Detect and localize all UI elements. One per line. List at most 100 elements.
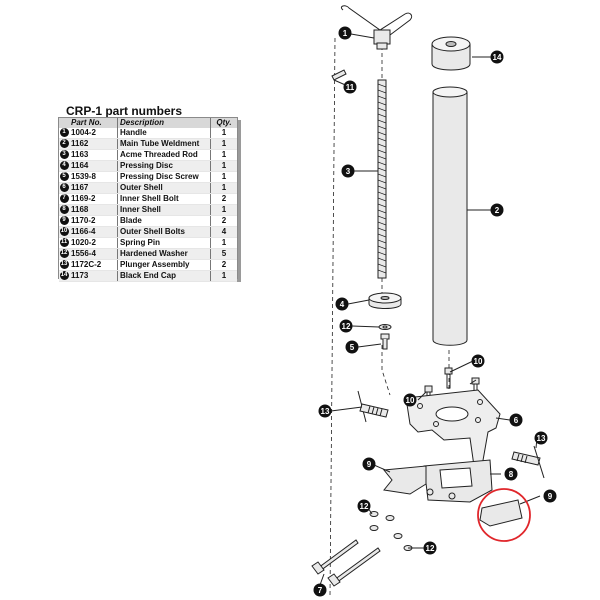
description-cell: Hardened Washer (117, 248, 211, 260)
part-number-cell: 1167 (69, 182, 118, 194)
callout-circle (534, 431, 548, 445)
description-cell: Inner Shell Bolt (117, 193, 211, 205)
callout-circle (509, 413, 523, 427)
qty-cell: 1 (210, 270, 237, 282)
header-part-no: Part No. (69, 118, 118, 128)
part-number-cell: 1539-8 (69, 171, 118, 183)
qty-cell: 2 (210, 259, 237, 271)
callout-label: 3 (346, 167, 351, 176)
inner-shell-part (423, 459, 493, 503)
part-number-cell: 1169-2 (69, 193, 118, 205)
callout-9: 9 (362, 457, 376, 471)
callout-circle (471, 354, 485, 368)
row-number-badge: 10 (59, 227, 69, 237)
callout-circle (504, 467, 518, 481)
table-title: CRP-1 part numbers (66, 104, 183, 118)
callout-14: 14 (490, 50, 504, 64)
row-number-badge: 9 (59, 216, 69, 226)
row-number-badge: 6 (59, 183, 69, 193)
row-number-badge: 2 (59, 139, 69, 149)
callout-circle (490, 203, 504, 217)
row-number-badge: 5 (59, 172, 69, 182)
header-description: Description (117, 118, 211, 128)
part-number-cell: 1172C-2 (69, 259, 118, 271)
callout-circle (338, 26, 352, 40)
description-cell: Black End Cap (117, 270, 211, 282)
blade-right-part (479, 499, 523, 527)
callout-4: 4 (335, 297, 349, 311)
callout-circle (423, 541, 437, 555)
row-number-badge: 13 (59, 260, 69, 270)
description-cell: Inner Shell (117, 204, 211, 216)
plunger-assembly-right-part (511, 445, 545, 479)
callout-1: 1 (338, 26, 352, 40)
callout-12: 12 (339, 319, 353, 333)
callout-10: 10 (471, 354, 485, 368)
qty-cell: 1 (210, 138, 237, 150)
callout-circle (403, 393, 417, 407)
callout-10: 10 (403, 393, 417, 407)
handle-part (340, 5, 413, 50)
row-number-badge: 7 (59, 194, 69, 204)
callout-circle (339, 319, 353, 333)
callout-label: 5 (350, 343, 355, 352)
callout-8: 8 (504, 467, 518, 481)
description-cell: Spring Pin (117, 237, 211, 249)
description-cell: Acme Threaded Rod (117, 149, 211, 161)
callout-label: 13 (537, 434, 546, 443)
part-number-cell: 1164 (69, 160, 118, 172)
description-cell: Plunger Assembly (117, 259, 211, 271)
callout-label: 6 (514, 416, 519, 425)
callout-circle (490, 50, 504, 64)
callout-label: 10 (474, 357, 483, 366)
qty-cell: 1 (210, 160, 237, 172)
description-cell: Main Tube Weldment (117, 138, 211, 150)
main-tube-part (432, 86, 468, 346)
part-number-cell: 1163 (69, 149, 118, 161)
callout-label: 9 (548, 492, 553, 501)
callout-6: 6 (509, 413, 523, 427)
callout-13: 13 (534, 431, 548, 445)
part-number-cell: 1170-2 (69, 215, 118, 227)
row-number-badge: 3 (59, 150, 69, 160)
callout-label: 12 (342, 322, 351, 331)
callout-circle (343, 80, 357, 94)
qty-cell: 1 (210, 171, 237, 183)
callout-circle (341, 164, 355, 178)
part-number-cell: 1168 (69, 204, 118, 216)
callout-7: 7 (313, 583, 327, 597)
qty-cell: 2 (210, 215, 237, 227)
description-cell: Blade (117, 215, 211, 227)
qty-cell: 1 (210, 182, 237, 194)
callout-label: 10 (406, 396, 415, 405)
blade-left-part (383, 465, 427, 495)
part-number-cell: 1162 (69, 138, 118, 150)
callout-11: 11 (343, 80, 357, 94)
callout-circle (345, 340, 359, 354)
callout-label: 12 (360, 502, 369, 511)
qty-cell: 1 (210, 204, 237, 216)
description-cell: Pressing Disc (117, 160, 211, 172)
callout-label: 8 (509, 470, 514, 479)
inner-shell-bolts-part (311, 539, 381, 587)
spring-pin-part (331, 69, 347, 81)
callout-12: 12 (423, 541, 437, 555)
callout-label: 14 (493, 53, 502, 62)
callout-label: 4 (340, 300, 345, 309)
qty-cell: 1 (210, 237, 237, 249)
row-number-badge: 4 (59, 161, 69, 171)
callout-label: 2 (495, 206, 500, 215)
